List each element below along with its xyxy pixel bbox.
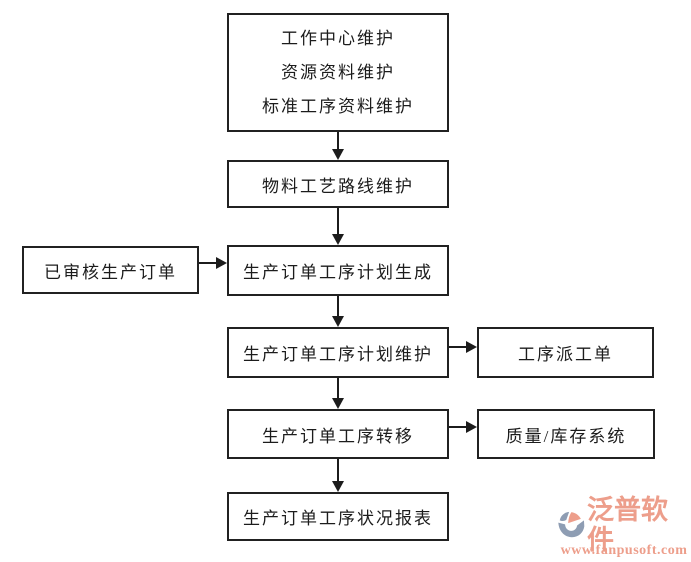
brand-logo-row: 泛普软件 <box>556 495 691 555</box>
node-label: 生产订单工序计划生成 <box>243 263 433 282</box>
node-order-process-plan-maintain: 生产订单工序计划维护 <box>227 327 449 378</box>
arrow-masterdata-to-routing <box>332 132 344 160</box>
node-label: 工作中心维护 <box>281 28 395 48</box>
node-approved-production-order: 已审核生产订单 <box>22 246 199 294</box>
brand-url: www.fanpusoft.com <box>560 543 688 558</box>
node-label: 质量/库存系统 <box>505 426 627 446</box>
node-label: 已审核生产订单 <box>44 262 177 282</box>
node-label: 工序派工单 <box>518 345 613 364</box>
arrow-transfer-to-quality <box>449 421 477 433</box>
arrow-plangen-to-planmaint <box>332 296 344 327</box>
node-material-routing-maintenance: 物料工艺路线维护 <box>227 160 449 208</box>
node-label: 生产订单工序转移 <box>262 426 414 446</box>
node-quality-inventory-system: 质量/库存系统 <box>477 409 655 459</box>
brand-name: 泛普软件 <box>587 495 668 555</box>
arrow-planmaint-to-dispatch <box>449 341 477 353</box>
node-master-data-maintenance: 工作中心维护 资源资料维护 标准工序资料维护 <box>227 13 449 132</box>
brand-logo: 泛普软件 www.fanpusoft.com <box>556 495 691 559</box>
arrow-routing-to-plangen <box>332 208 344 245</box>
node-order-process-status-report: 生产订单工序状况报表 <box>227 492 449 541</box>
node-label: 标准工序资料维护 <box>262 96 414 116</box>
arrow-planmaint-to-transfer <box>332 378 344 409</box>
arrow-approved-to-plangen <box>199 257 227 269</box>
node-process-dispatch-sheet: 工序派工单 <box>477 327 654 378</box>
node-label: 生产订单工序计划维护 <box>243 345 433 364</box>
node-label: 生产订单工序状况报表 <box>243 509 433 528</box>
node-order-process-transfer: 生产订单工序转移 <box>227 409 449 459</box>
node-order-process-plan-generate: 生产订单工序计划生成 <box>227 245 449 296</box>
fanpu-logo-icon <box>558 511 585 538</box>
node-label: 资源资料维护 <box>281 62 395 82</box>
node-label: 物料工艺路线维护 <box>262 176 414 196</box>
arrow-transfer-to-report <box>332 459 344 492</box>
